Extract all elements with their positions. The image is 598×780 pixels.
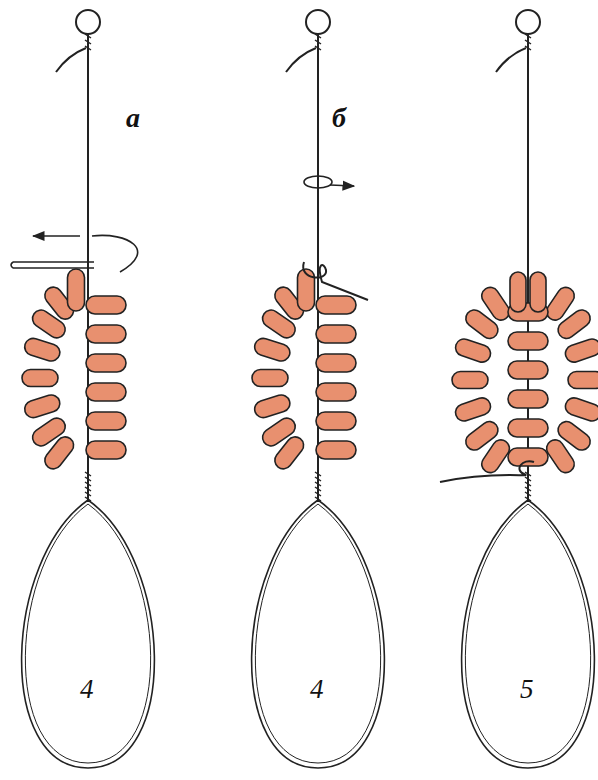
bead (41, 433, 77, 472)
direction-arrow (33, 235, 80, 237)
bead (316, 441, 356, 459)
bead (510, 272, 526, 312)
bead (563, 396, 598, 424)
bead (253, 393, 292, 420)
bead (530, 272, 546, 312)
bead (316, 354, 356, 372)
bead (316, 325, 356, 343)
direction-arrow (330, 185, 354, 186)
wire-ring (76, 10, 100, 34)
wire-loop (25, 504, 150, 763)
bead (316, 383, 356, 401)
bead (508, 390, 548, 408)
bead (68, 269, 85, 311)
wire (317, 34, 319, 500)
wire-loop (252, 500, 385, 768)
bead (23, 393, 62, 420)
step-letter: а (126, 104, 140, 132)
wire-twist (525, 472, 531, 501)
bead (508, 448, 548, 466)
wire-end (11, 262, 94, 268)
wire-loop (465, 504, 590, 763)
bead (252, 370, 288, 387)
figure-number: 4 (80, 676, 94, 703)
wire-end (303, 262, 368, 300)
bead (316, 296, 356, 314)
bead (253, 336, 292, 363)
bead (568, 372, 598, 389)
direction-arrow (92, 235, 138, 272)
bead (29, 307, 68, 341)
wire-twist (315, 472, 321, 501)
wire-loop (255, 504, 380, 763)
bead (86, 412, 126, 430)
bead (453, 337, 493, 365)
bead (563, 337, 598, 365)
figure-number: 5 (520, 676, 534, 703)
bead (316, 412, 356, 430)
bead (298, 269, 315, 311)
wire-twist (85, 472, 91, 501)
wire-tail (496, 48, 526, 72)
bead (555, 307, 594, 342)
wire (87, 34, 89, 500)
wire-ring (516, 10, 540, 34)
bead (86, 354, 126, 372)
wire-loop (462, 500, 595, 768)
wire-tail (56, 48, 86, 72)
figure-number: 4 (310, 676, 324, 703)
bead (508, 419, 548, 437)
bead (22, 370, 58, 387)
bead (86, 325, 126, 343)
direction-arrow (304, 176, 332, 188)
bead (86, 296, 126, 314)
bead (259, 307, 298, 341)
wire-tail (286, 48, 316, 72)
bead (86, 383, 126, 401)
wire-loop (22, 500, 155, 768)
bead (508, 361, 548, 379)
bead (508, 332, 548, 350)
bead (23, 336, 62, 363)
bead (271, 433, 307, 472)
wire-end (440, 461, 534, 482)
step-letter: б (332, 104, 346, 132)
wire-ring (306, 10, 330, 34)
bead (453, 396, 493, 424)
bead (86, 441, 126, 459)
bead (462, 307, 501, 342)
bead (452, 372, 488, 389)
